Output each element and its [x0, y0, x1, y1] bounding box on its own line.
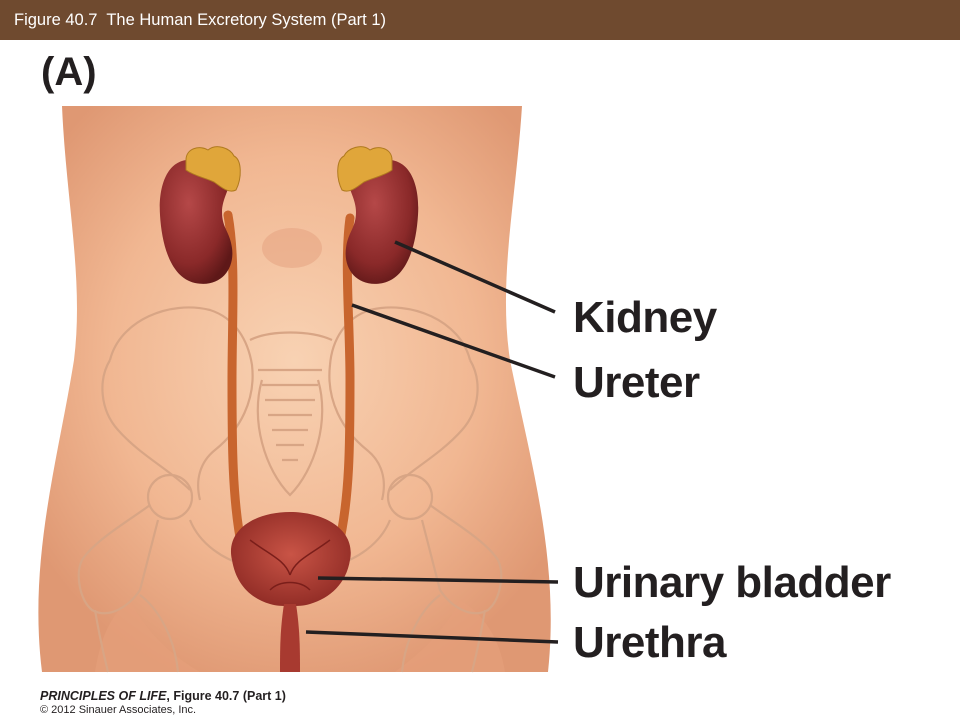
kidney-right [345, 159, 419, 284]
figure-reference: , Figure 40.7 (Part 1) [166, 689, 286, 703]
urethra [280, 604, 300, 672]
panel-letter: (A) [41, 50, 97, 94]
book-title: PRINCIPLES OF LIFE [40, 689, 167, 703]
kidney-label: Kidney [573, 293, 717, 342]
copyright-notice: © 2012 Sinauer Associates, Inc. [40, 704, 197, 716]
adrenal-left [185, 146, 241, 192]
book-credit: PRINCIPLES OF LIFE, Figure 40.7 (Part 1) [40, 689, 286, 703]
title-bar: Figure 40.7 The Human Excretory System (… [0, 0, 960, 40]
urinary-bladder [230, 512, 351, 606]
ureter-leader [351, 303, 556, 379]
ureter-label: Ureter [573, 358, 700, 407]
pelvis-bones [77, 306, 503, 673]
kidney-leader [394, 240, 556, 314]
urethra-label: Urethra [573, 618, 727, 667]
urethra-leader [305, 630, 559, 644]
leg-shading [95, 600, 200, 672]
bladder-leader [317, 576, 559, 584]
leader-lines [305, 240, 559, 644]
ureters [223, 210, 355, 553]
figure-title: Figure 40.7 The Human Excretory System (… [14, 11, 386, 29]
kidney-left [159, 159, 233, 284]
urinary-bladder-label: Urinary bladder [573, 558, 891, 607]
adrenal-right [337, 146, 393, 192]
